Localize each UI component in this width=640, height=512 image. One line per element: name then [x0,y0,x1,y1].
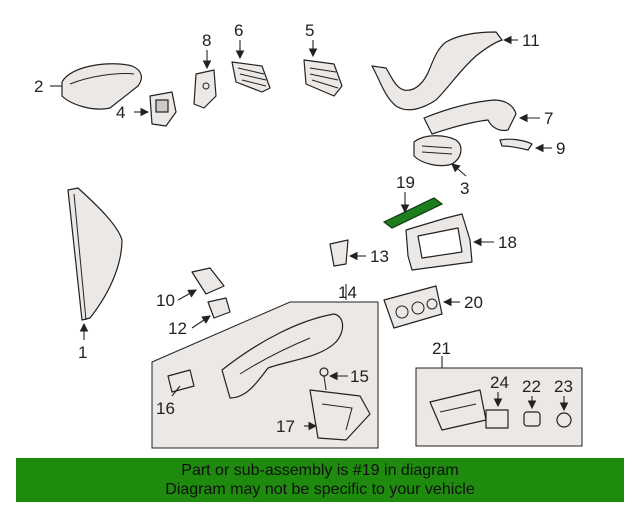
callout-8: 8 [202,31,211,50]
part-23-cap[interactable]: 23 [554,377,573,428]
part-15-screw[interactable]: 15 [319,367,369,391]
part-12-clip[interactable]: 12 [168,297,231,338]
callout-5: 5 [305,21,314,40]
part-7-trim[interactable]: 7 [423,99,553,135]
footer-line-1: Part or sub-assembly is #19 in diagram [181,462,459,479]
callout-21: 21 [432,339,451,358]
callout-13: 13 [370,247,389,266]
part-18-center-bezel[interactable]: 18 [405,213,517,271]
part-16-latch[interactable]: 16 [156,369,195,418]
callout-6: 6 [234,21,243,40]
callout-4: 4 [116,103,125,122]
callout-1: 1 [78,343,87,362]
callout-3: 3 [460,179,469,198]
footer-line-2: Diagram may not be specific to your vehi… [165,481,475,498]
part-20-control-panel[interactable]: 20 [383,285,483,329]
part-6-vent[interactable]: 6 [231,21,271,93]
part-8-bracket[interactable]: 8 [193,31,217,109]
part-9-clip[interactable]: 9 [499,138,565,158]
callout-20: 20 [464,293,483,312]
callout-2: 2 [34,77,43,96]
callout-14: 14 [338,283,357,302]
parts-diagram: 2 4 8 6 5 11 7 [34,21,583,449]
part-22-knob[interactable]: 22 [522,377,541,427]
part-24-switch[interactable]: 24 [485,373,509,429]
part-2-cover[interactable]: 2 [34,63,142,110]
callout-18: 18 [498,233,517,252]
callout-19: 19 [396,173,415,192]
part-3-bezel[interactable]: 3 [413,135,469,198]
part-11-dash-trim[interactable]: 11 [371,31,540,111]
part-5-vent[interactable]: 5 [303,21,343,97]
callout-22: 22 [522,377,541,396]
part-13-piece[interactable]: 13 [329,239,389,267]
part-10-bracket[interactable]: 10 [156,267,225,310]
callout-23: 23 [554,377,573,396]
part-17-storage-bin[interactable]: 17 [276,389,371,441]
callout-10: 10 [156,291,175,310]
callout-16: 16 [156,399,175,418]
callout-15: 15 [350,367,369,386]
callout-12: 12 [168,319,187,338]
callout-9: 9 [556,139,565,158]
callout-11: 11 [522,31,540,50]
callout-24: 24 [490,373,509,392]
part-1-side-panel[interactable]: 1 [67,187,123,362]
footer-banner: Part or sub-assembly is #19 in diagram D… [16,458,624,502]
callout-17: 17 [276,417,295,436]
callout-7: 7 [544,109,553,128]
part-4-switch[interactable]: 4 [116,91,177,127]
part-19-highlighted-strip[interactable]: 19 [382,173,444,229]
